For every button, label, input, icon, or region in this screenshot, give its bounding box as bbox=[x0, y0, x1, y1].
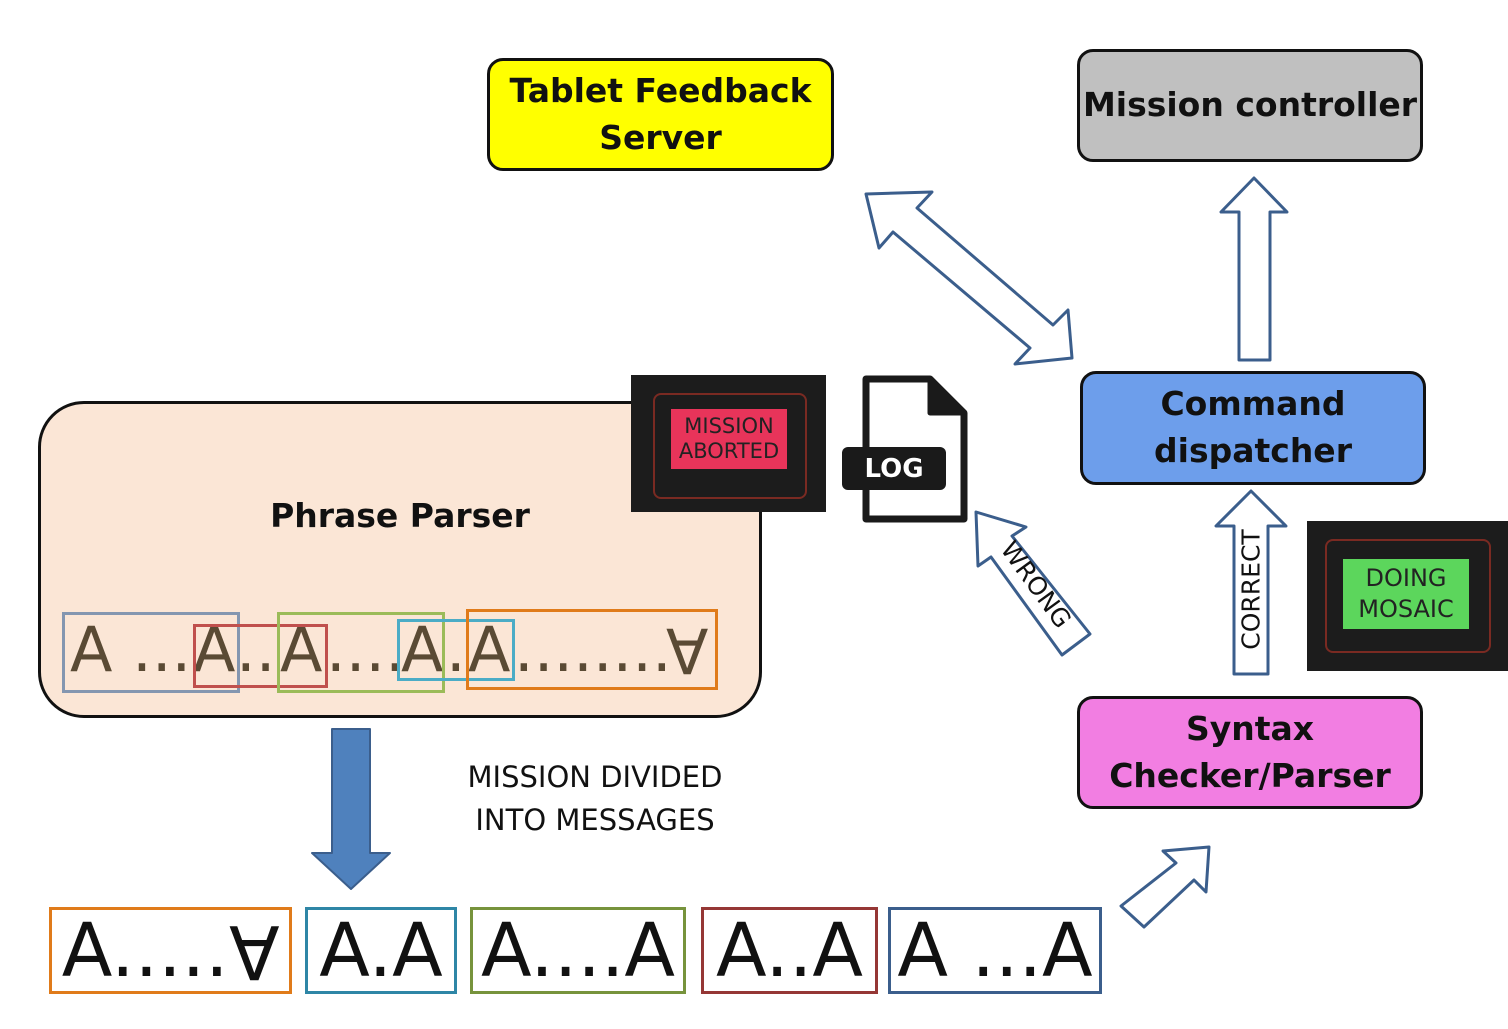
seq-token: .... bbox=[326, 613, 405, 686]
message-box: A.A bbox=[305, 907, 457, 994]
syntax-checker-node: Syntax Checker/Parser bbox=[1077, 696, 1423, 809]
message-text: A..... bbox=[61, 907, 229, 994]
tablet-aborted-image: MISSION ABORTED bbox=[631, 375, 826, 512]
phrase-parser-title: Phrase Parser bbox=[270, 496, 530, 535]
message-text: A..A bbox=[716, 907, 863, 994]
message-text: A....A bbox=[480, 907, 676, 994]
mission-controller-node: Mission controller bbox=[1077, 49, 1423, 162]
tablet-mosaic-text: DOING MOSAIC bbox=[1343, 559, 1469, 629]
tablet-aborted-text: MISSION ABORTED bbox=[671, 409, 787, 469]
edge-label-correct: CORRECT bbox=[1236, 529, 1266, 650]
phrase-highlight bbox=[466, 609, 718, 690]
phrase-highlight bbox=[277, 612, 445, 693]
seq-token: A bbox=[401, 613, 444, 686]
message-box: A ...A bbox=[888, 907, 1102, 994]
arrow-dispatcher-to-controller bbox=[1219, 176, 1289, 362]
tablet-feedback-server-node: Tablet Feedback Server bbox=[487, 58, 834, 171]
arrow-wrong bbox=[974, 510, 1092, 657]
arrow-messages-to-syntax bbox=[1119, 845, 1211, 929]
message-text-flipped: A bbox=[228, 907, 280, 994]
seq-token: A bbox=[468, 613, 511, 686]
command-dispatcher-node: Command dispatcher bbox=[1080, 371, 1426, 485]
message-text: A.A bbox=[319, 907, 443, 994]
seq-token: ........ bbox=[514, 613, 672, 686]
log-file-icon bbox=[842, 375, 968, 523]
mission-divided-caption: MISSION DIVIDED INTO MESSAGES bbox=[467, 760, 723, 837]
message-box: A.....A bbox=[49, 907, 292, 994]
arrow-parser-to-messages bbox=[311, 728, 391, 890]
seq-token: . bbox=[446, 613, 466, 686]
arrow-correct bbox=[1214, 489, 1288, 676]
log-label: LOG bbox=[864, 453, 924, 484]
message-box: A..A bbox=[701, 907, 878, 994]
phrase-highlight bbox=[62, 612, 240, 693]
double-arrow-server-dispatcher bbox=[864, 190, 1074, 366]
message-text: A ...A bbox=[897, 907, 1093, 994]
message-box: A....A bbox=[470, 907, 686, 994]
seq-token: A ... bbox=[70, 613, 192, 686]
phrase-highlight bbox=[193, 624, 328, 688]
tablet-mosaic-image: DOING MOSAIC bbox=[1307, 521, 1508, 671]
phrase-highlight bbox=[397, 619, 515, 681]
